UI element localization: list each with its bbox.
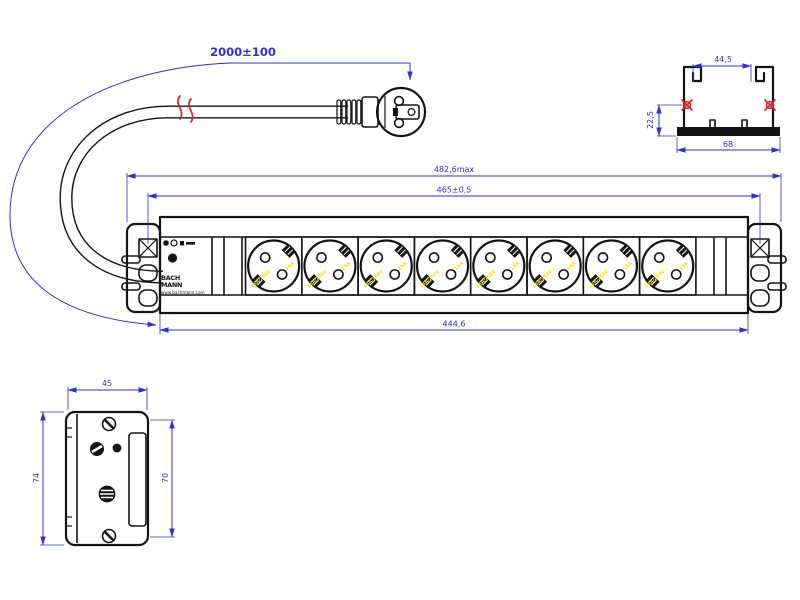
dim-text-overall-length: 482,6max [434,165,475,174]
brand-logo-line2: MANN [161,281,182,289]
strain-relief-rib [336,99,342,125]
dim-text-top-width: 44,5 [714,55,732,64]
break-mark [187,98,194,123]
side-flange-notches [66,427,72,527]
break-mark [176,95,183,120]
power-cord-core [60,106,348,283]
right-mounting-bracket [746,222,787,314]
mounting-slot [750,289,770,307]
screw-channel-cross [681,99,693,111]
plug-pin-hole [393,117,405,129]
screw-channel-markers [681,99,776,111]
schuko-socket [355,234,418,298]
front-view: BACH MANN www.bachmann.com 482,6max 465±… [121,165,787,334]
left-mounting-bracket [121,222,162,314]
approval-mark-icon [180,241,184,246]
screw-channel-marker [765,100,775,110]
strain-relief-rib [351,99,357,125]
brand-logo-line1: BACH [161,274,180,282]
bracket-slit [121,255,141,264]
plug-earth-contact [393,108,398,116]
strain-relief [336,99,362,125]
approval-mark-dot-icon [163,240,169,246]
plug-body [375,86,427,138]
dim-text-mounting-distance: 465±0,5 [437,186,472,195]
approval-marks [163,239,195,247]
dim-text-side-height: 74 [32,473,41,483]
profile-hook-left [682,65,703,83]
side-screw-dark-slot [91,444,103,454]
dim-text-side-height: 22,5 [646,111,655,129]
approval-mark-circle-icon [170,239,178,247]
housing-outline [158,215,750,315]
cable-length-dimension-text: 2000±100 [210,45,276,59]
screw-channel-marker [682,100,692,110]
schuko-socket [242,234,305,298]
approval-mark-bar-icon [186,242,195,245]
side-body-outline [64,410,150,547]
strain-relief-rib [341,99,347,125]
bracket-slit [767,255,787,264]
profile-inner-tab [709,119,716,127]
brand-website: www.bachmann.com [161,290,205,295]
side-top-screw [101,416,117,432]
strain-relief-rib [356,99,362,125]
profile-outline [677,65,780,136]
schuko-socket [467,234,531,298]
power-cord-outline [59,105,348,284]
side-module-profile [128,432,147,527]
plug-center-screw [407,107,416,116]
screw-channel-cross [764,99,776,111]
plug-neck [361,96,379,128]
schuko-plug [336,86,427,138]
socket-row [242,234,699,298]
mounting-slot [750,264,770,282]
mounting-slot [138,264,158,282]
plug-pin-hole [393,95,405,107]
mounting-slot [138,289,158,307]
side-view: 45 74 70 [32,379,175,547]
schuko-socket [298,234,362,298]
cross-section-view: 44,5 22,5 68 [646,55,781,153]
dim-text-side-inner-height: 70 [161,473,170,483]
bracket-slit [121,282,141,291]
screw-head [101,416,117,432]
profile-hook-right [754,65,775,83]
profile-inner-tab [741,119,748,127]
side-pin-dot [112,443,122,453]
schuko-socket [523,234,587,298]
screw-head [101,528,117,544]
bracket-slit [767,282,787,291]
schuko-socket [411,234,474,298]
cable-length-dimension-line [9,62,410,328]
screw-slot [103,418,115,430]
cable-and-plug-view: 2000±100 [9,45,427,328]
screw-slot [103,530,115,542]
indicator-dot [167,253,178,263]
side-vent-screw [98,485,116,503]
brand-label-module: BACH MANN www.bachmann.com [161,239,205,295]
mounting-hole-cross [750,238,770,258]
dim-text-body-length: 444,6 [443,320,466,329]
strain-relief-rib [346,99,352,125]
side-bottom-screw [101,528,117,544]
dim-text-side-width: 45 [102,379,112,388]
schuko-socket [580,234,643,298]
schuko-socket [636,234,699,298]
mounting-hole-cross [138,238,158,258]
dim-text-bottom-width: 68 [723,140,733,149]
profile-base [677,127,780,136]
cord-break-marks [176,95,194,123]
